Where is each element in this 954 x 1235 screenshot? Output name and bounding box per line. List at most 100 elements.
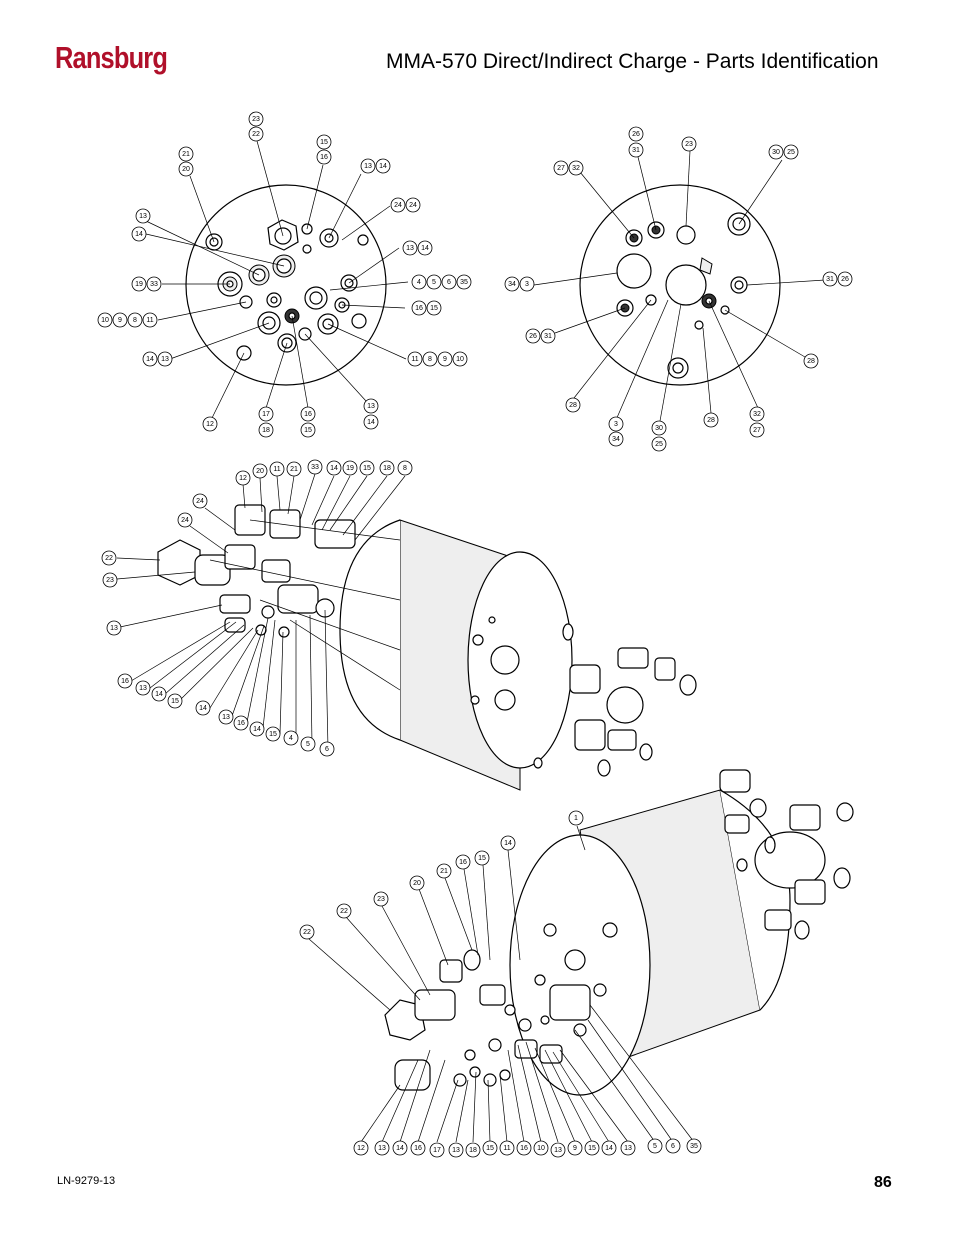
callout-circle (519, 276, 535, 292)
callout-bubble: 5 (647, 1138, 663, 1154)
callout-circle (157, 351, 173, 367)
callout-circle (218, 709, 234, 725)
callout-number: 22 (105, 555, 113, 562)
callout-bubble: 10 (452, 351, 468, 367)
callout-circle (112, 312, 128, 328)
callout-circle (178, 161, 194, 177)
callout-number: 14 (504, 840, 512, 847)
callout-bubble: 24 (192, 493, 208, 509)
callout-bubble: 20 (252, 463, 268, 479)
callout-circle (336, 903, 352, 919)
callout-circle (504, 276, 520, 292)
callout-circle (620, 1140, 636, 1156)
callout-bubble: 20 (178, 161, 194, 177)
callout-circle (525, 328, 541, 344)
callout-number: 5 (432, 279, 436, 286)
callout-circle (131, 276, 147, 292)
callout-number: 32 (572, 165, 580, 172)
callout-number: 14 (253, 726, 261, 733)
callout-bubble: 33 (146, 276, 162, 292)
callout-bubble: 14 (363, 414, 379, 430)
callout-number: 19 (135, 281, 143, 288)
callout-bubble: 15 (474, 850, 490, 866)
callout-bubble: 10 (97, 312, 113, 328)
callout-bubble: 6 (441, 274, 457, 290)
page-title: MMA-570 Direct/Indirect Charge - Parts I… (386, 50, 879, 73)
callout-number: 1 (574, 815, 578, 822)
exploded-front-view (308, 769, 854, 1143)
callout-number: 16 (414, 1145, 422, 1152)
callout-circle (374, 1140, 390, 1156)
callout-circle (135, 208, 151, 224)
callout-bubble: 13 (550, 1142, 566, 1158)
callout-number: 11 (146, 317, 153, 324)
callout-number: 35 (690, 1143, 698, 1150)
callout-number: 13 (139, 213, 147, 220)
callout-bubble: 16 (233, 715, 249, 731)
callout-circle (248, 126, 264, 142)
callout-circle (390, 197, 406, 213)
callout-bubble: 15 (265, 726, 281, 742)
callout-bubble: 15 (482, 1140, 498, 1156)
callout-number: 15 (363, 465, 371, 472)
callout-bubble: 18 (465, 1142, 481, 1158)
callout-bubble: 13 (374, 1140, 390, 1156)
callout-bubble: 13 (360, 158, 376, 174)
callout-number: 16 (520, 1145, 528, 1152)
callout-number: 12 (357, 1145, 365, 1152)
callout-circle (249, 721, 265, 737)
callout-number: 24 (409, 202, 417, 209)
callout-number: 25 (655, 441, 663, 448)
callout-circle (142, 312, 158, 328)
callout-circle (516, 1140, 532, 1156)
callout-circle (465, 1142, 481, 1158)
callout-bubble: 12 (353, 1140, 369, 1156)
callout-circle (131, 226, 147, 242)
callout-bubble: 34 (608, 431, 624, 447)
callout-bubble: 25 (783, 144, 799, 160)
callout-number: 23 (685, 141, 693, 148)
callout-bubble: 28 (565, 397, 581, 413)
callout-bubble: 14 (326, 460, 342, 476)
callout-bubble: 23 (248, 111, 264, 127)
callout-bubble: 21 (286, 461, 302, 477)
callout-bubble: 16 (300, 406, 316, 422)
callout-number: 27 (557, 165, 565, 172)
callout-circle (651, 436, 667, 452)
callout-number: 22 (252, 131, 260, 138)
callout-number: 12 (239, 475, 247, 482)
callout-circle (628, 142, 644, 158)
callout-circle (651, 420, 667, 436)
callout-bubble: 21 (436, 863, 452, 879)
callout-circle (258, 422, 274, 438)
callout-circle (628, 126, 644, 142)
callout-circle (202, 416, 218, 432)
callout-circle (456, 274, 472, 290)
callout-number: 21 (440, 868, 448, 875)
callout-bubble: 13 (448, 1142, 464, 1158)
callout-number: 15 (588, 1145, 596, 1152)
callout-circle (429, 1142, 445, 1158)
callout-number: 13 (139, 685, 147, 692)
callout-circle (482, 1140, 498, 1156)
callout-circle (437, 351, 453, 367)
callout-bubble: 22 (101, 550, 117, 566)
callout-number: 16 (459, 859, 467, 866)
callout-bubble: 13 (218, 709, 234, 725)
callout-circle (300, 422, 316, 438)
callout-number: 17 (262, 411, 270, 418)
callout-bubble: 24 (177, 512, 193, 528)
callout-circle (837, 271, 853, 287)
callout-circle (681, 136, 697, 152)
callout-bubble: 28 (803, 353, 819, 369)
callout-circle (500, 835, 516, 851)
callout-circle (452, 351, 468, 367)
callout-bubble: 13 (135, 208, 151, 224)
callout-number: 13 (452, 1147, 460, 1154)
callout-bubble: 23 (373, 891, 389, 907)
callout-bubble: 4 (411, 274, 427, 290)
callout-number: 14 (421, 245, 429, 252)
callout-number: 20 (413, 880, 421, 887)
